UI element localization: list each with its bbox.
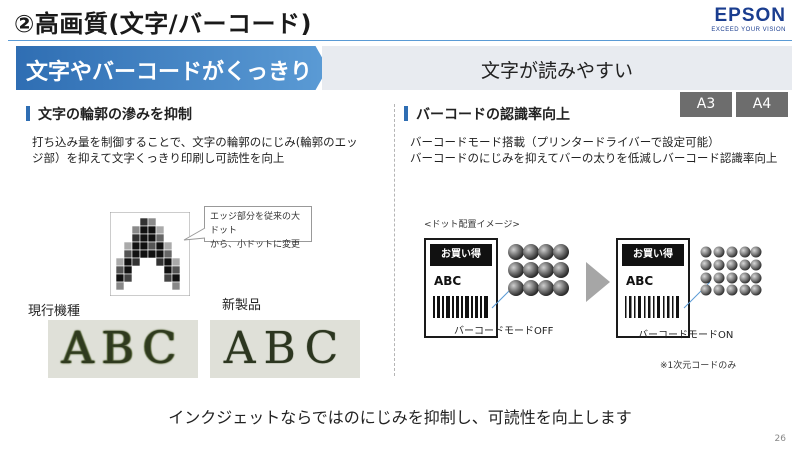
left-description-line1: 打ち込み量を制御することで、文字の輪郭のにじみ(輪郭のエッ [32,135,358,149]
right-description-line1: バーコードモード搭載（プリンタードライバーで設定可能） [410,135,720,149]
sample-new-label: 新製品 [222,298,262,313]
slide-title: ②高画質(文字/バーコード) [14,10,313,38]
badge-a3: A3 [680,92,732,117]
sample-old-label: 現行機種 [28,304,81,319]
callout-line1: エッジ部分を従来の大ドット [210,212,301,236]
left-heading-text: 文字の輪郭の滲みを抑制 [38,107,192,123]
edge-callout: エッジ部分を従来の大ドット から、小ドットに変更 [204,206,312,250]
ticket-heading: お買い得 [622,244,684,266]
left-section-heading: 文字の輪郭の滲みを抑制 [26,104,192,124]
ticket-mode-off: お買い得 ABC [424,238,498,338]
right-heading-text: バーコードの認識率向上 [416,107,570,123]
banner-right: 文字が読みやすい [322,46,792,90]
arrow-right-icon [586,262,610,302]
banner-right-text: 文字が読みやすい [480,60,633,82]
badge-a4: A4 [736,92,788,117]
barcode-note: ※1次元コードのみ [660,361,737,371]
epson-logo: EPSON EXCEED YOUR VISION [711,6,786,34]
logo-tagline: EXCEED YOUR VISION [711,27,786,33]
right-description: バーコードモード搭載（プリンタードライバーで設定可能） バーコードのにじみを抑え… [410,134,790,166]
banner-left-text: 文字やバーコードがくっきり [26,60,313,85]
barcode-off-icon [433,296,488,318]
barcode-on-icon [625,296,679,318]
pixel-letter-a-icon [110,212,190,296]
banner-left: 文字やバーコードがくっきり [16,46,328,90]
dot-array-small-icon [700,246,762,296]
right-description-line2: バーコードのにじみを抑えてバーの太りを低減しバーコード認識率向上 [410,151,778,165]
dot-caption: <ドット配置イメージ> [424,220,520,230]
dot-array-large-icon [508,244,569,296]
right-section-heading: バーコードの認識率向上 [404,104,570,124]
ticket-mode-on: お買い得 ABC [616,238,690,338]
mode-on-label: バーコードモードON [638,330,734,341]
sample-old-text: ABC [48,320,198,378]
sample-new-text: ABC [210,320,360,378]
title-rule [8,40,792,41]
mode-off-label: バーコードモードOFF [454,326,554,337]
ticket-heading: お買い得 [430,244,492,266]
heading-bar [26,106,30,121]
ticket-abc: ABC [626,274,654,288]
page-number: 26 [774,434,786,444]
conclusion-text: インクジェットならではのにじみを抑制し、可読性を向上します [168,408,632,427]
callout-line2: から、小ドットに変更 [210,240,301,250]
left-description-line2: ジ部）を抑えて文字くっきり印刷し可読性を向上 [32,151,285,165]
ticket-abc: ABC [434,274,462,288]
section-divider [394,104,395,376]
callout-pointer-icon [183,227,206,241]
left-description: 打ち込み量を制御することで、文字の輪郭のにじみ(輪郭のエッ ジ部）を抑えて文字く… [32,134,382,166]
heading-bar [404,106,408,121]
logo-brand: EPSON [714,5,786,26]
